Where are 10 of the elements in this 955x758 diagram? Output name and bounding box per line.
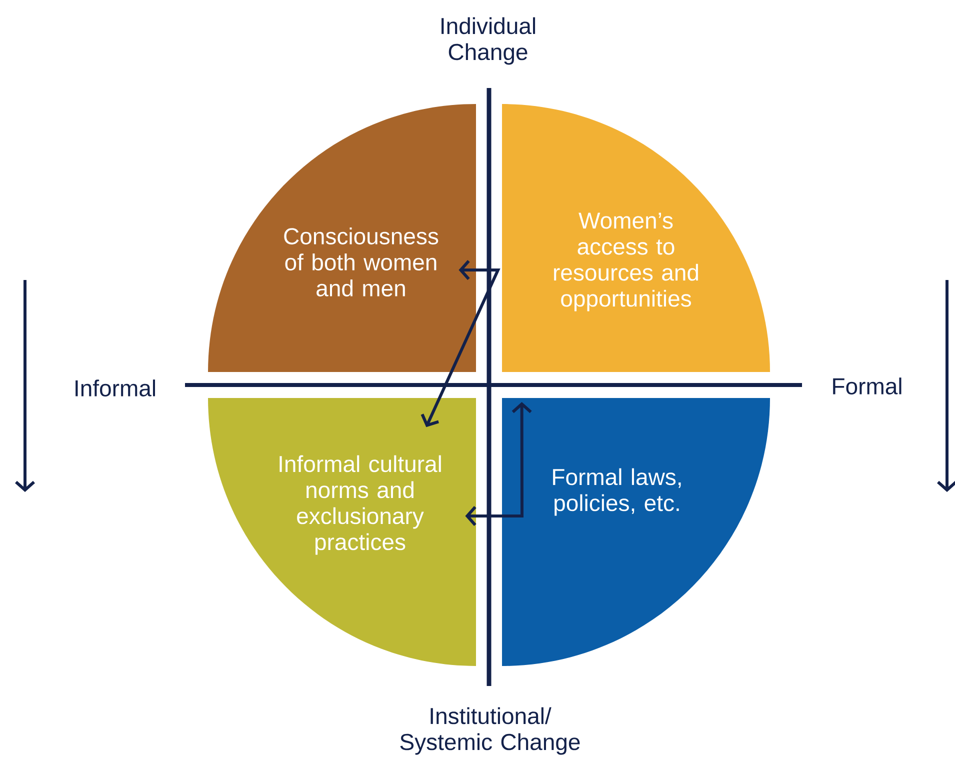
arrow [420,260,500,428]
quadrant: Consciousness of both women and men [208,104,476,372]
quadrant: Informal cultural norms and exclusionary practices [208,398,476,666]
axis-label: Informal [76,380,155,396]
arrow [465,402,532,526]
axis-label: Institutional/ Systemic Change [400,707,580,755]
axis-label: Individual Change [442,17,536,65]
axis-label: Formal [833,378,902,394]
quadrant: Formal laws, policies, etc. [502,398,770,666]
quadrant: Women’s access to resources and opportunities [502,104,770,372]
